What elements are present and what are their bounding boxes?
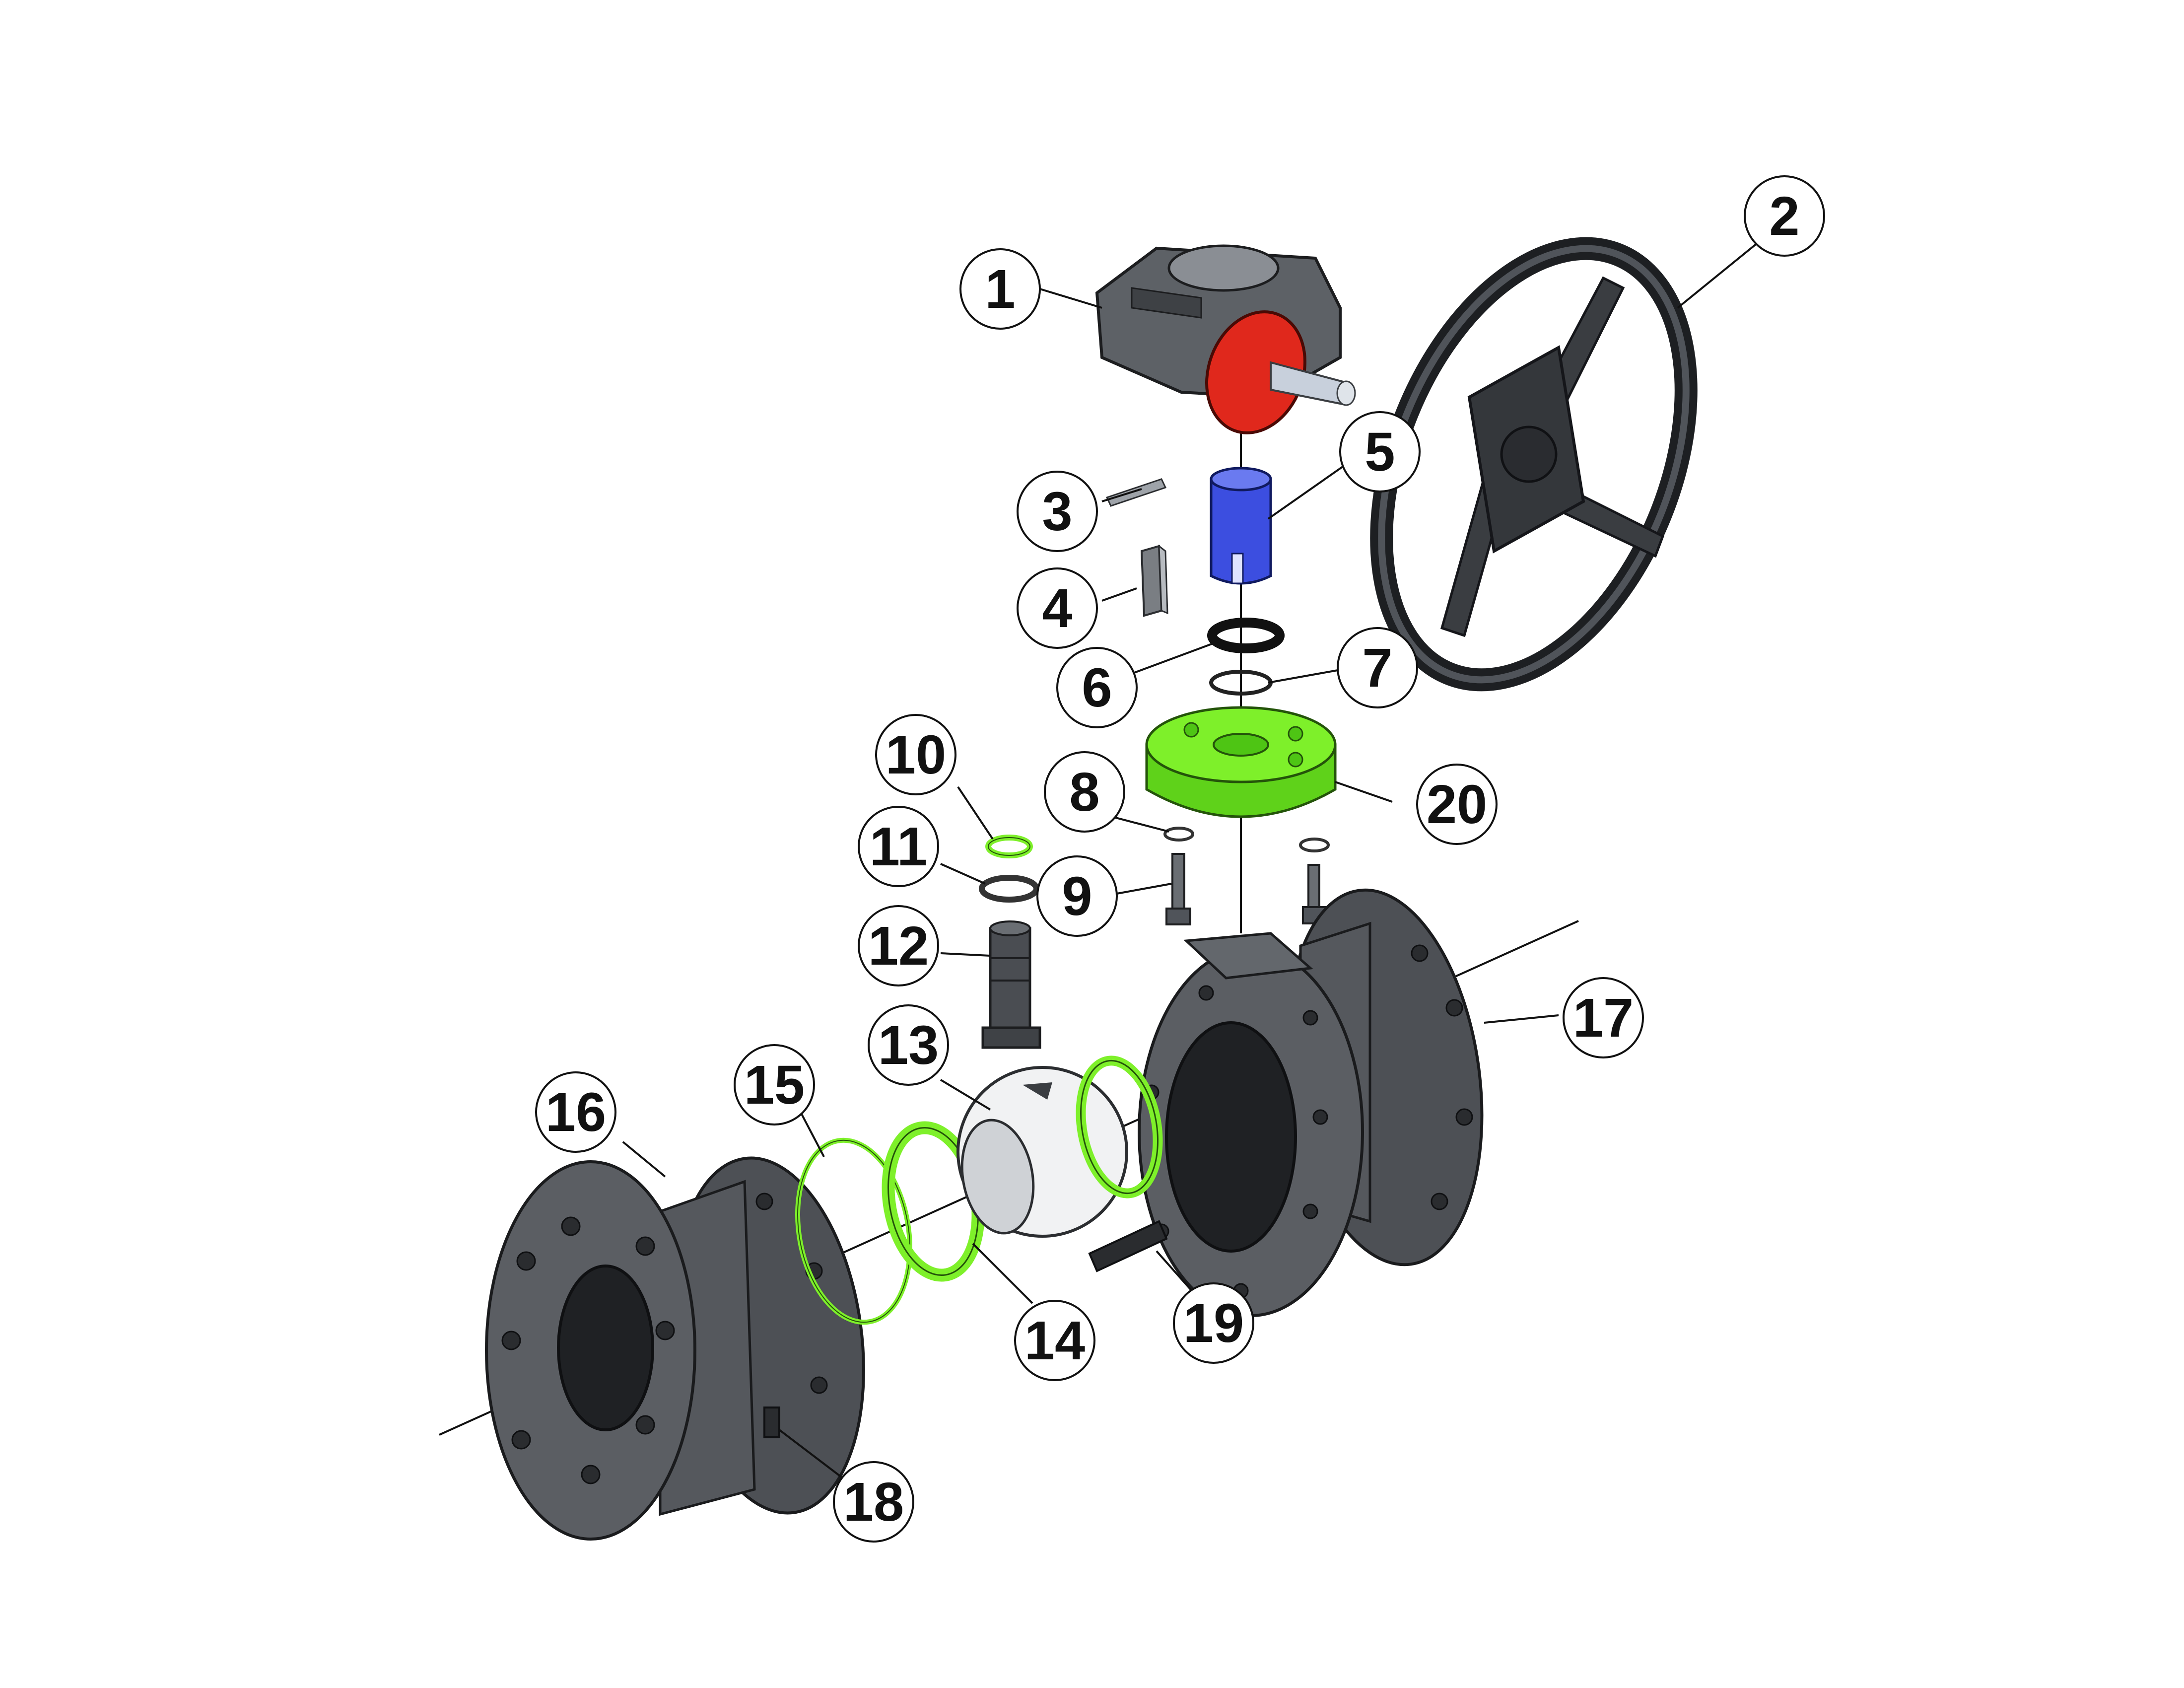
callout-label: 10 (886, 724, 946, 785)
callout-label: 1 (985, 259, 1015, 320)
callout-label: 3 (1042, 481, 1072, 542)
ball (956, 1066, 1128, 1238)
stud (1088, 1220, 1168, 1272)
callout-label: 18 (843, 1472, 904, 1533)
callout-16: 16 (535, 1071, 616, 1153)
mounting-plate (1145, 706, 1337, 818)
callout-17: 17 (1563, 977, 1644, 1058)
callout-12: 12 (858, 905, 939, 986)
callout-label: 2 (1769, 186, 1799, 247)
callout-label: 17 (1573, 987, 1634, 1049)
thrust-washer (979, 875, 1039, 903)
leader-lines (622, 242, 1758, 1478)
key (1140, 544, 1168, 617)
callout-7: 7 (1337, 627, 1418, 708)
nut (763, 1407, 780, 1438)
gearbox (1095, 244, 1356, 434)
callout-label: 7 (1362, 637, 1392, 699)
callout-11: 11 (858, 806, 939, 887)
gasket (1207, 618, 1285, 653)
callout-label: 4 (1042, 578, 1072, 639)
o-ring-stem (985, 835, 1033, 858)
callout-label: 20 (1427, 774, 1487, 835)
callout-6: 6 (1056, 647, 1138, 728)
callout-label: 9 (1062, 866, 1092, 927)
stem-adapter (1210, 467, 1272, 585)
callout-label: 11 (870, 816, 927, 877)
end-flange (485, 1156, 865, 1541)
callout-4: 4 (1017, 567, 1098, 649)
callout-18: 18 (833, 1461, 914, 1543)
callout-8: 8 (1044, 751, 1125, 833)
callout-label: 8 (1069, 762, 1099, 823)
callout-label: 13 (878, 1015, 939, 1076)
stem (981, 920, 1041, 1049)
pin (1105, 478, 1167, 507)
seat-ring-right (1076, 1055, 1163, 1198)
handwheel (1370, 237, 1698, 692)
callout-label: 19 (1183, 1293, 1244, 1354)
callout-15: 15 (734, 1044, 815, 1125)
body-seal (795, 1137, 912, 1325)
lock-washer (1163, 827, 1330, 852)
callout-3: 3 (1017, 471, 1098, 552)
body-flange (1138, 888, 1484, 1317)
callout-label: 16 (546, 1082, 606, 1143)
callout-label: 14 (1024, 1310, 1085, 1371)
callout-13: 13 (868, 1004, 949, 1086)
bolt (1165, 853, 1326, 925)
callout-10: 10 (875, 714, 956, 795)
callout-label: 12 (868, 915, 929, 977)
callout-5: 5 (1339, 411, 1421, 492)
callout-2: 2 (1744, 175, 1825, 257)
callout-1: 1 (959, 248, 1041, 330)
callout-20: 20 (1416, 764, 1498, 845)
callout-9: 9 (1036, 855, 1118, 937)
callout-label: 15 (744, 1055, 805, 1116)
callout-label: 5 (1365, 422, 1395, 483)
callout-14: 14 (1014, 1300, 1095, 1381)
callout-19: 19 (1173, 1282, 1254, 1364)
callout-label: 6 (1082, 657, 1112, 718)
